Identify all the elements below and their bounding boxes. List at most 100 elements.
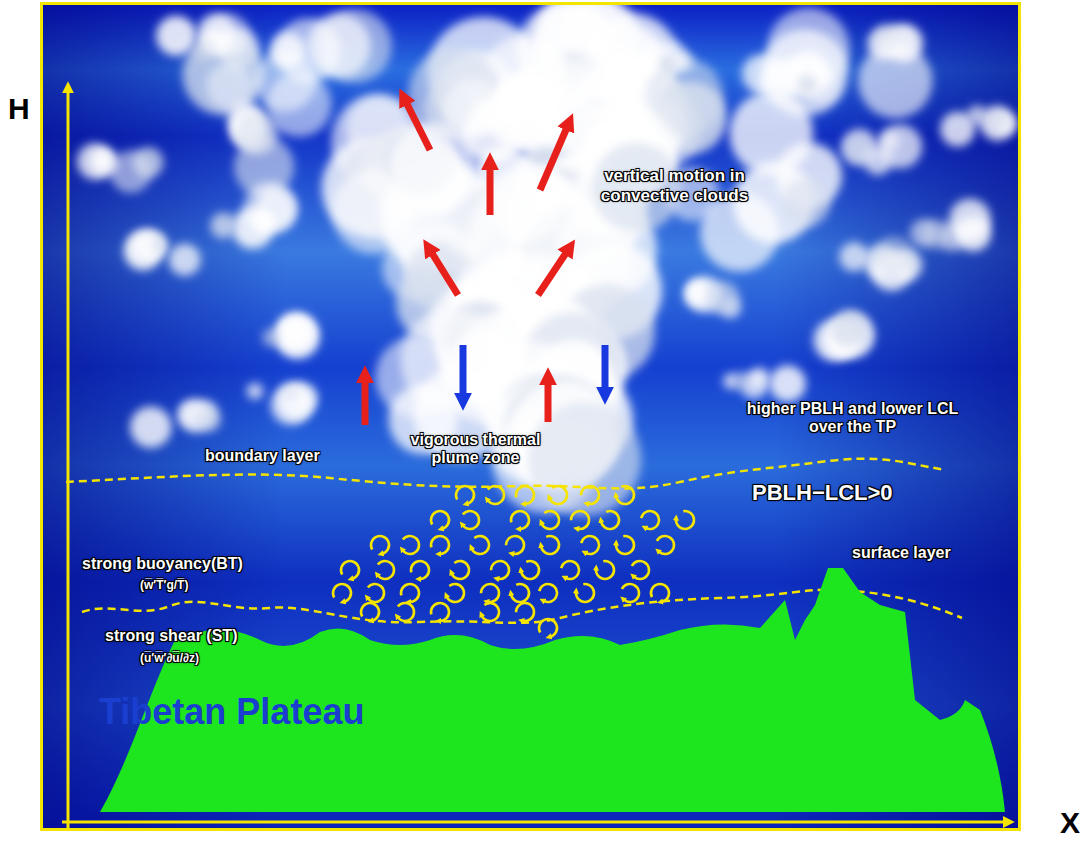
distance-axis xyxy=(62,821,1004,824)
eddy-symbol xyxy=(616,536,634,554)
annotation-label: strong buoyancy(BT) xyxy=(82,555,243,573)
eddy-symbol xyxy=(539,619,557,637)
cloud-puff xyxy=(193,38,218,63)
cloud-puff xyxy=(232,207,274,249)
cloud-puff xyxy=(156,16,196,56)
cloud-puff xyxy=(874,23,901,50)
cloud-puff xyxy=(980,106,1015,141)
annotation-label: boundary layer xyxy=(205,447,320,465)
eddy-symbol xyxy=(651,584,669,602)
cloud-puff xyxy=(210,213,236,239)
cloud-puff xyxy=(92,150,112,170)
sky-background xyxy=(42,4,1020,830)
eddy-symbol xyxy=(333,584,351,602)
plateau-terrain xyxy=(100,568,1005,812)
eddy-symbol xyxy=(632,561,649,579)
height-axis xyxy=(67,92,70,828)
region-label: Tibetan Plateau xyxy=(99,691,1014,733)
eddy-symbol xyxy=(403,536,419,554)
sky-shading xyxy=(42,4,1020,830)
eddy-symbol xyxy=(482,603,499,621)
eddy-symbol xyxy=(561,561,579,579)
cloud-puff xyxy=(262,328,281,347)
eddy-symbol xyxy=(506,536,524,554)
eddy-symbol xyxy=(571,511,589,529)
cloud-puff xyxy=(797,75,817,95)
cloud-puff xyxy=(254,49,316,111)
eddy-symbol xyxy=(521,561,539,579)
axis-label: H xyxy=(8,92,30,127)
eddy-symbol xyxy=(511,511,529,529)
eddy-symbol xyxy=(463,511,479,529)
cloud-puff xyxy=(443,80,503,140)
updraft-arrow xyxy=(487,165,494,215)
turbulent-eddies xyxy=(333,486,694,637)
cloud-puff xyxy=(133,147,163,177)
eddy-symbol xyxy=(456,486,474,504)
eddy-symbol xyxy=(488,486,504,504)
annotation-label: surface layer xyxy=(852,544,951,562)
eddy-symbol xyxy=(581,536,599,554)
eddy-symbol xyxy=(576,584,594,602)
cloud-puff xyxy=(782,178,830,226)
eddy-symbol xyxy=(361,603,379,621)
annotation-label: (w̅′T̅′g/T̅) xyxy=(140,579,188,593)
cloud-puff xyxy=(830,310,868,348)
cloud-puff xyxy=(659,55,676,72)
eddy-symbol xyxy=(616,486,634,504)
updraft-arrow xyxy=(405,100,430,150)
eddy-symbol xyxy=(641,511,659,529)
eddy-symbol xyxy=(398,603,414,621)
cloud-puff xyxy=(276,316,319,359)
eddy-symbol xyxy=(378,561,394,579)
axis-label: X xyxy=(1060,806,1080,841)
eddy-symbol xyxy=(539,584,557,602)
downdraft-arrow xyxy=(460,345,467,398)
eddy-symbol xyxy=(368,584,384,602)
eddy-symbol xyxy=(516,603,534,621)
cloud-puff xyxy=(169,244,201,276)
cloud-puff xyxy=(956,216,991,251)
cloud-puff xyxy=(130,406,172,448)
eddy-symbol xyxy=(596,561,614,579)
annotation-label: vigorous thermal plume zone xyxy=(393,431,558,468)
cloud-puff xyxy=(843,134,873,164)
plateau-shape xyxy=(95,555,1010,817)
plateau-region: Tibetan Plateau xyxy=(95,555,1010,817)
annotation-label: PBLH−LCL>0 xyxy=(752,480,893,505)
cloud-puff xyxy=(993,113,1009,129)
eddy-symbol xyxy=(447,584,464,602)
eddy-symbol xyxy=(401,584,419,602)
cloud-puff xyxy=(150,236,168,254)
eddy-symbol xyxy=(550,486,567,504)
eddy-symbol xyxy=(657,536,674,554)
eddy-symbol xyxy=(542,511,559,529)
cloud-puff xyxy=(246,383,263,400)
eddy-symbol xyxy=(452,561,469,579)
cloud-puff xyxy=(769,365,806,402)
eddy-symbol xyxy=(541,536,559,554)
annotation-label: higher PBLH and lower LCL over the TP xyxy=(735,400,970,437)
eddy-symbol xyxy=(491,561,509,579)
eddy-symbol xyxy=(601,511,619,529)
eddy-symbol xyxy=(581,486,599,504)
cloud-puff xyxy=(839,242,868,271)
annotation-label: vertical motion in convective clouds xyxy=(572,166,777,205)
eddy-symbol xyxy=(676,511,694,529)
cloud-puff xyxy=(575,48,624,97)
downdraft-arrow xyxy=(602,345,609,392)
annotation-label: strong shear (ST) xyxy=(105,627,237,645)
cloud-puff xyxy=(286,324,303,341)
updraft-arrow xyxy=(362,378,369,425)
eddy-symbol xyxy=(622,584,639,602)
cloud-layer xyxy=(77,0,1016,516)
cloud-puff xyxy=(645,45,661,61)
updraft-arrow xyxy=(430,250,458,295)
eddy-symbol xyxy=(431,536,449,554)
motion-arrows xyxy=(365,100,605,425)
cloud-puff xyxy=(707,282,740,315)
cloud-puff xyxy=(197,408,221,432)
annotation-label: (u̅′w̅′∂u̅/∂z) xyxy=(140,652,199,666)
cloud-puff xyxy=(235,112,278,155)
